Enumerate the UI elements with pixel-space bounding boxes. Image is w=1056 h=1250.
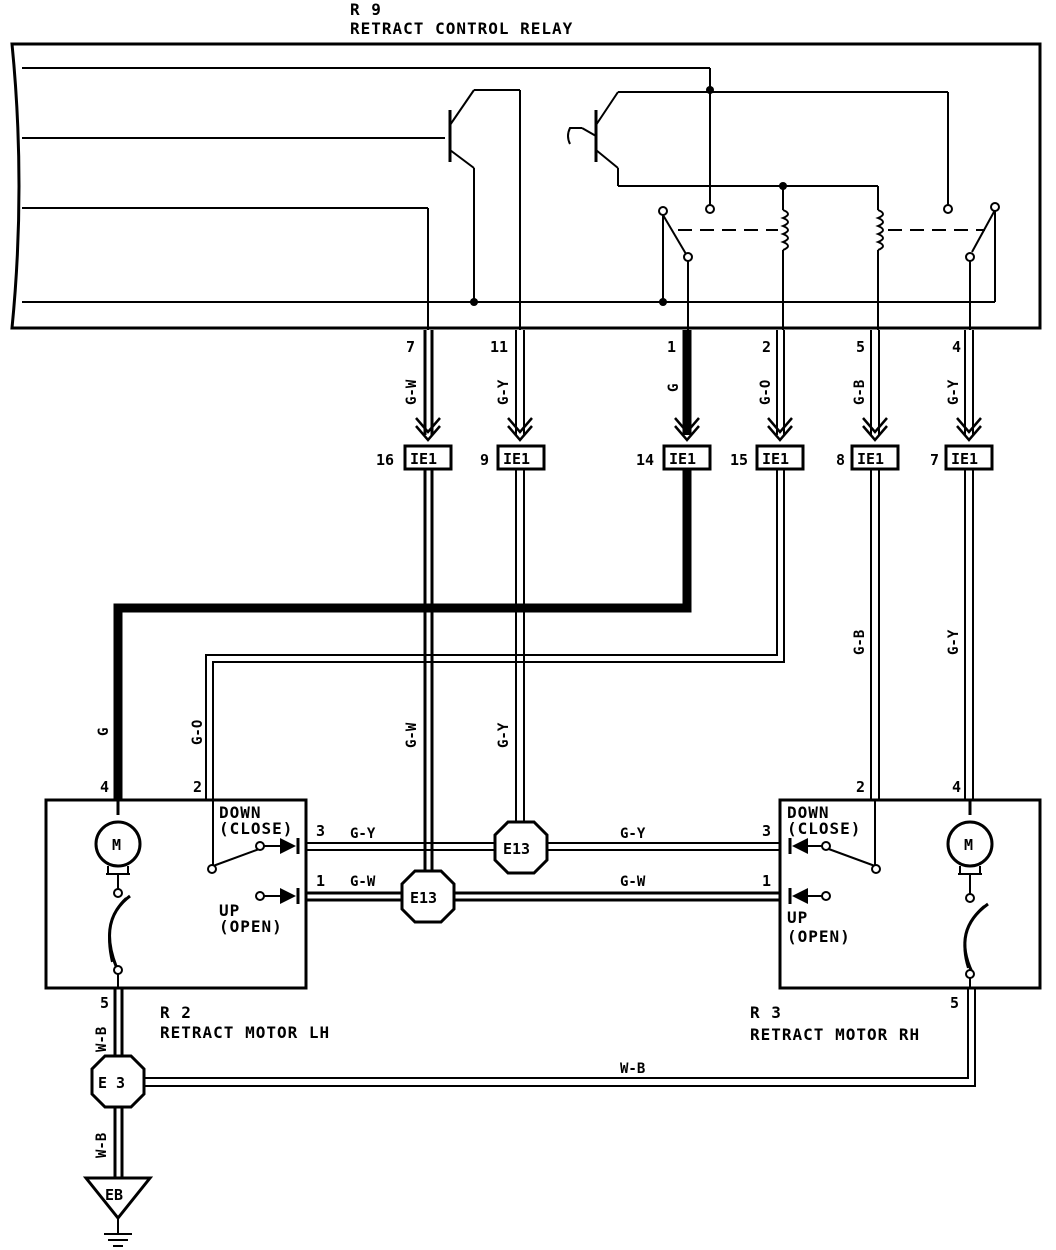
relay-code: R 9 xyxy=(350,0,382,19)
motor-lh-pin-2: 2 xyxy=(193,778,202,796)
motor-rh-m-label: M xyxy=(964,836,973,854)
ground-label: EB xyxy=(105,1186,123,1204)
motor-lh-pin-3: 3 xyxy=(316,822,325,840)
wire-label-g-upper: G xyxy=(666,384,682,392)
wire-label-g-y-upper: G-Y xyxy=(496,379,512,405)
ie1-boxes xyxy=(403,444,994,471)
wire-label-g-w-upper: G-W xyxy=(404,379,420,405)
relay-pin-2: 2 xyxy=(762,338,771,356)
motor-lh-parts xyxy=(113,838,300,975)
wire-label-g-y-h-right: G-Y xyxy=(620,826,646,842)
motor-lh-close-label: (CLOSE) xyxy=(219,819,293,838)
relay-wires xyxy=(423,330,974,435)
motor-lh-down-label: DOWN xyxy=(219,803,262,822)
ie1-connector-label: IE1 xyxy=(762,450,789,468)
ie1-pin-7: 7 xyxy=(930,451,939,469)
lower-wires xyxy=(113,470,976,1178)
wire-label-g-w-h-right: G-W xyxy=(620,874,646,890)
ie1-connector-label: IE1 xyxy=(951,450,978,468)
motor-rh-up-label: UP xyxy=(787,908,808,927)
motor-rh-pin-5: 5 xyxy=(950,994,959,1012)
e13-junction-upper: E13 xyxy=(493,820,549,875)
ground-eb: EB xyxy=(82,1176,154,1247)
motor-rh-pin-3: 3 xyxy=(762,822,771,840)
wire-label-g-b-upper: G-B xyxy=(852,380,868,405)
motor-rh-name: RETRACT MOTOR RH xyxy=(750,1025,920,1044)
relay-pin-7: 7 xyxy=(406,338,415,356)
wire-label-g-b-lower: G-B xyxy=(852,630,868,655)
motor-lh-up-label: UP xyxy=(219,901,240,920)
e13-label-upper: E13 xyxy=(503,840,530,858)
motor-rh-open-label: (OPEN) xyxy=(787,927,851,946)
relay-pin-5: 5 xyxy=(856,338,865,356)
ie1-connector-label: IE1 xyxy=(669,450,696,468)
motor-lh-box xyxy=(44,798,308,990)
wire-label-g-y-h-left: G-Y xyxy=(350,826,376,842)
ie1-pin-16: 16 xyxy=(376,451,394,469)
motor-rh-parts xyxy=(788,838,975,979)
motor-lh-name: RETRACT MOTOR LH xyxy=(160,1023,330,1042)
wire-label-g-lower: G xyxy=(96,728,112,736)
relay-pin-1: 1 xyxy=(667,338,676,356)
ie1-pin-15: 15 xyxy=(730,451,748,469)
e3-label: E 3 xyxy=(98,1074,125,1092)
ie1-pin-14: 14 xyxy=(636,451,654,469)
motor-rh-pin-2: 2 xyxy=(856,778,865,796)
wire-label-g-y2-upper: G-Y xyxy=(946,379,962,405)
wire-label-g-y-lower: G-Y xyxy=(496,722,512,748)
e13-label-lower: E13 xyxy=(410,889,437,907)
ie1-pin-8: 8 xyxy=(836,451,845,469)
e3-junction: E 3 xyxy=(90,1054,146,1109)
wire-label-w-b-upper: W-B xyxy=(94,1027,110,1052)
motor-rh-pin-4: 4 xyxy=(952,778,961,796)
wire-label-g-w-h-left: G-W xyxy=(350,874,376,890)
wire-label-g-o-lower: G-O xyxy=(190,720,206,745)
relay-box xyxy=(10,42,1042,330)
relay-pin-11: 11 xyxy=(490,338,508,356)
motor-lh-m-label: M xyxy=(112,836,121,854)
relay-nodes xyxy=(470,86,787,306)
motor-lh-pin-1: 1 xyxy=(316,872,325,890)
e13-junction-lower: E13 xyxy=(400,869,456,924)
ie1-connector-label: IE1 xyxy=(503,450,530,468)
motor-rh-down-label: DOWN xyxy=(787,803,830,822)
relay-name: RETRACT CONTROL RELAY xyxy=(350,19,573,38)
relay-pin-4: 4 xyxy=(952,338,961,356)
motor-rh-pin-1: 1 xyxy=(762,872,771,890)
wire-label-w-b-lower: W-B xyxy=(94,1133,110,1158)
motor-rh-code: R 3 xyxy=(750,1003,782,1022)
wire-label-w-b-h: W-B xyxy=(620,1061,645,1077)
relay-contacts xyxy=(658,202,1000,262)
motor-lh-pin-5: 5 xyxy=(100,994,109,1012)
wire-label-g-y-rh: G-Y xyxy=(946,629,962,655)
wire-label-g-o-upper: G-O xyxy=(758,380,774,405)
ie1-connector-label: IE1 xyxy=(410,450,437,468)
motor-rh-close-label: (CLOSE) xyxy=(787,819,861,838)
ie1-connector-label: IE1 xyxy=(857,450,884,468)
wire-chevrons xyxy=(415,417,982,442)
motor-lh-open-label: (OPEN) xyxy=(219,917,283,936)
motor-rh-box xyxy=(778,798,1042,990)
ie1-pin-9: 9 xyxy=(480,451,489,469)
motor-lh-pin-4: 4 xyxy=(100,778,109,796)
motor-lh-code: R 2 xyxy=(160,1003,192,1022)
wire-label-g-w-lower: G-W xyxy=(404,722,420,748)
